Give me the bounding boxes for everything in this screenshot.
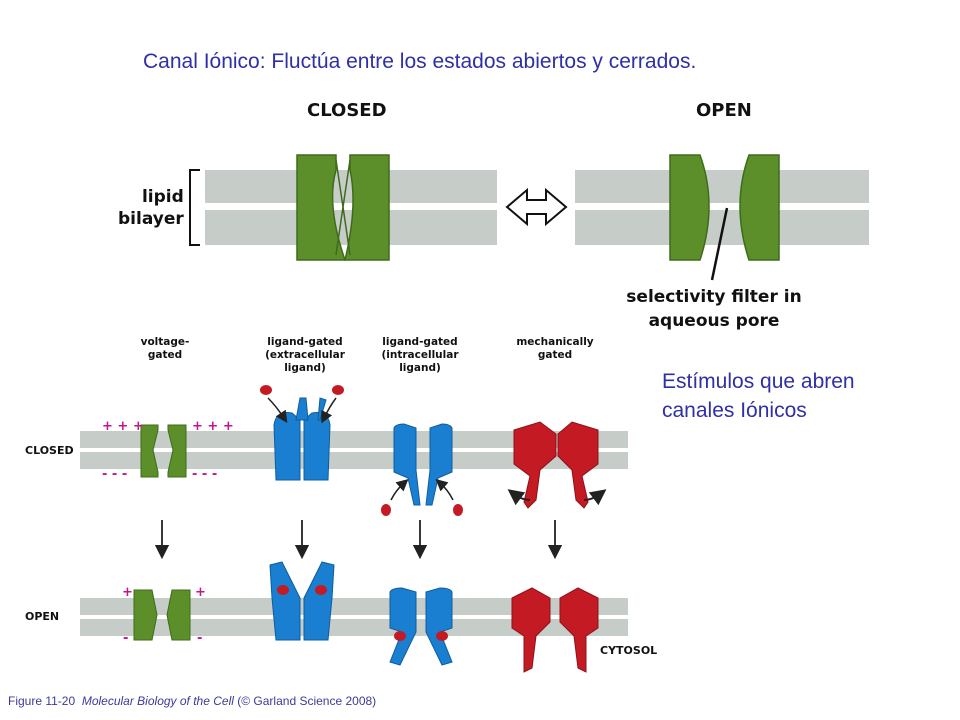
col-line: ligand-gated: [267, 336, 343, 348]
col-line: ligand-gated: [382, 336, 458, 348]
col-line: ligand): [284, 362, 326, 374]
caption-figure: Figure 11-20: [8, 694, 76, 708]
lipid-bilayer-label: lipid bilayer: [118, 186, 184, 230]
selectivity-pointer: [710, 207, 729, 281]
voltage-gated-open: [133, 589, 191, 641]
plus-charge-left-open: +: [122, 585, 133, 600]
selectivity-line2: aqueous pore: [648, 311, 780, 331]
stimuli-line1: Estímulos que abren: [662, 370, 855, 393]
membrane-closed-lower: [80, 452, 628, 469]
figure-caption: Figure 11-20 Molecular Biology of the Ce…: [8, 694, 376, 708]
plus-charge-right-open: +: [195, 585, 206, 600]
col-line: voltage-: [140, 336, 190, 348]
ligand-right: [332, 385, 344, 395]
open-channel: [669, 154, 780, 261]
page-title: Canal Iónico: Fluctúa entre los estados …: [143, 50, 697, 73]
minus-charges-left-closed: - - -: [102, 467, 127, 482]
minus-charge-right-open: -: [197, 631, 202, 646]
col-line: (intracellular: [381, 349, 459, 361]
row-label-open: OPEN: [25, 610, 60, 623]
double-arrow-icon: [505, 187, 568, 227]
lipid-bracket: [189, 169, 200, 246]
minus-charges-right-closed: - - -: [192, 467, 217, 482]
membrane-open-lower: [80, 619, 628, 636]
membrane-closed-upper: [80, 431, 628, 448]
selectivity-filter-label: selectivity filter in aqueous pore: [596, 285, 832, 333]
top-open-label: OPEN: [696, 100, 752, 121]
ligand-intra-right: [453, 504, 463, 516]
voltage-gated-closed: [140, 424, 187, 478]
mechanically-gated-closed: [513, 421, 599, 509]
caption-book: Molecular Biology of the Cell: [81, 694, 234, 708]
lipid-label-line2: bilayer: [118, 209, 184, 229]
ligand-intracellular-closed: [393, 423, 453, 506]
column-header-mechanically-gated: mechanically gated: [505, 336, 605, 362]
plus-charges-right-closed: + + +: [192, 419, 234, 434]
column-header-ligand-extracellular: ligand-gated (extracellular ligand): [255, 336, 355, 375]
ligand-extracellular-closed: [273, 397, 331, 481]
col-line: gated: [147, 349, 183, 361]
row-label-closed: CLOSED: [25, 444, 74, 457]
col-line: (extracellular: [265, 349, 345, 361]
col-line: ligand): [399, 362, 441, 374]
ligand-left: [260, 385, 272, 395]
minus-charge-left-open: -: [123, 631, 128, 646]
ligand-extracellular-open: [269, 561, 335, 641]
mechanically-gated-open: [511, 587, 599, 673]
col-line: mechanically: [516, 336, 594, 348]
membrane-open-upper: [80, 598, 628, 615]
stimuli-line2: canales Iónicos: [662, 399, 807, 422]
col-line: gated: [537, 349, 573, 361]
plus-charges-left-closed: + + +: [102, 419, 144, 434]
closed-channel: [296, 154, 390, 261]
cytosol-label: CYTOSOL: [600, 644, 658, 657]
stimuli-note: Estímulos que abren canales Iónicos: [662, 367, 855, 425]
top-closed-label: CLOSED: [307, 100, 387, 121]
caption-rest: (© Garland Science 2008): [237, 694, 377, 708]
lipid-bilayer-open-upper: [575, 170, 869, 203]
ligand-intra-left: [381, 504, 391, 516]
selectivity-line1: selectivity filter in: [626, 287, 802, 307]
lipid-label-line1: lipid: [141, 187, 184, 207]
column-header-ligand-intracellular: ligand-gated (intracellular ligand): [370, 336, 470, 375]
ligand-intracellular-open: [389, 587, 453, 666]
column-header-voltage-gated: voltage- gated: [125, 336, 205, 362]
